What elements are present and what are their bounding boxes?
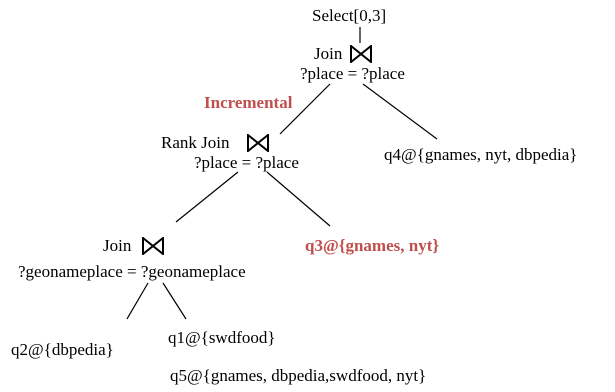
incremental-annotation: Incremental xyxy=(204,93,293,112)
inner-join-condition: ?geonameplace = ?geonameplace xyxy=(18,262,246,281)
bowtie-join-icon xyxy=(350,45,372,63)
q4-leaf: q4@{gnames, nyt, dbpedia} xyxy=(384,145,578,164)
q5-leaf: q5@{gnames, dbpedia,swdfood, nyt} xyxy=(170,366,427,385)
top-join-condition: ?place = ?place xyxy=(300,64,405,83)
edge-innerjoin-to-q1 xyxy=(162,282,187,320)
edge-rankjoin-to-q3 xyxy=(266,171,331,227)
top-join-label: Join xyxy=(314,44,343,63)
select-node-label: Select[0,3] xyxy=(312,6,387,25)
inner-join-label: Join xyxy=(103,236,132,255)
q1-leaf: q1@{swdfood} xyxy=(168,328,276,347)
edge-join-to-rankjoin xyxy=(279,83,331,135)
q2-leaf: q2@{dbpedia} xyxy=(11,340,114,359)
edge-innerjoin-to-q2 xyxy=(126,282,149,320)
rank-join-label: Rank Join xyxy=(161,133,230,152)
q3-leaf: q3@{gnames, nyt} xyxy=(305,236,440,255)
bowtie-join-icon xyxy=(247,134,269,152)
bowtie-join-icon xyxy=(142,237,164,255)
rank-join-condition: ?place = ?place xyxy=(194,153,299,172)
edge-join-to-q4 xyxy=(362,83,438,140)
edge-rankjoin-to-innerjoin xyxy=(175,171,239,223)
